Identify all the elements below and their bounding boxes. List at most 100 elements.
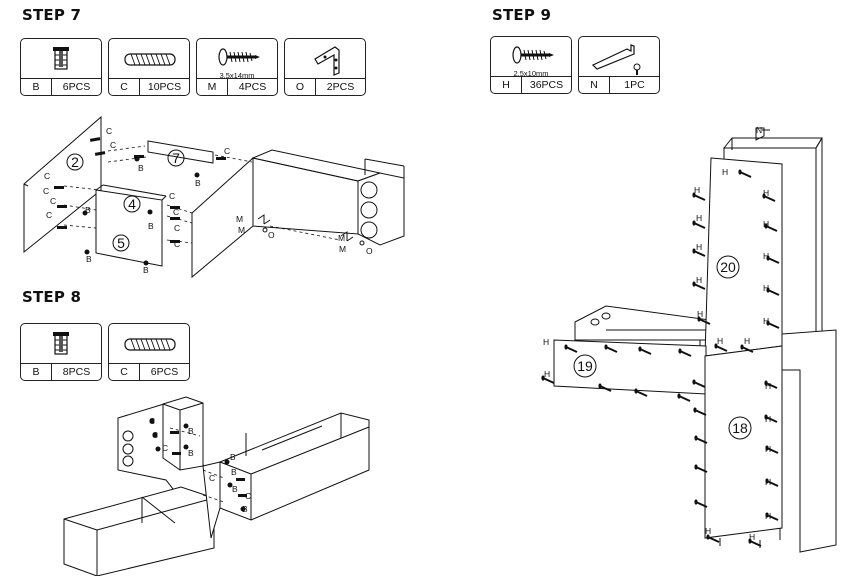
part-code: C (109, 364, 140, 380)
part-quantity: 10PCS (147, 81, 182, 93)
svg-text:H: H (543, 337, 549, 347)
svg-text:N: N (756, 125, 762, 135)
part-quantity: 6PCS (62, 81, 91, 93)
svg-text:H: H (763, 283, 769, 293)
wood-dowel-icon (124, 53, 176, 66)
panel-7-label: 7 (172, 150, 180, 166)
svg-text:B: B (230, 452, 236, 462)
angle-bracket-icon (314, 46, 340, 76)
panel-2-label: 2 (71, 154, 79, 170)
svg-text:C: C (106, 126, 112, 136)
screw-size-label: 3.5x14mm (219, 71, 255, 80)
part-code: M (197, 79, 228, 95)
part-code: O (285, 79, 316, 95)
callout-labels: C C C C C C B B C C C C C B B B B M M O … (43, 125, 771, 542)
panel-20-label: 20 (720, 259, 736, 275)
part-c-card: C 10PCS (108, 38, 190, 96)
step-8-title: STEP 8 (22, 288, 82, 306)
svg-text:C: C (43, 186, 49, 196)
svg-text:H: H (696, 213, 702, 223)
svg-text:H: H (544, 369, 550, 379)
svg-text:B: B (85, 205, 91, 215)
step-7-parts-list: B 6PCS C 10PCS 3.5x14mm M 4PCS O 2PCS (20, 38, 366, 96)
panel-18-label: 18 (732, 420, 748, 436)
svg-text:H: H (765, 477, 771, 487)
svg-text:B: B (195, 178, 201, 188)
svg-text:C: C (245, 491, 251, 501)
panel-numbers (66, 149, 752, 440)
part-h-card: 2.5x10mm H 36PCS (490, 36, 572, 94)
svg-text:H: H (697, 309, 703, 319)
svg-text:H: H (765, 381, 771, 391)
svg-text:H: H (744, 336, 750, 346)
svg-text:M: M (238, 225, 245, 235)
part-code: H (491, 77, 522, 93)
svg-text:B: B (138, 163, 144, 173)
step-9-title: STEP 9 (492, 6, 552, 24)
svg-text:B: B (148, 221, 154, 231)
step-9-diagram (553, 127, 837, 553)
svg-text:B: B (242, 504, 248, 514)
svg-text:H: H (765, 444, 771, 454)
part-quantity: 6PCS (150, 366, 179, 378)
svg-text:H: H (765, 414, 771, 424)
svg-text:C: C (173, 207, 179, 217)
svg-text:H: H (696, 242, 702, 252)
svg-text:H: H (694, 185, 700, 195)
step-8-diagram (63, 396, 370, 576)
svg-text:B: B (232, 484, 238, 494)
svg-text:M: M (339, 244, 346, 254)
part-code: B (21, 364, 52, 380)
part-code: B (21, 79, 52, 95)
part-b-card: B 6PCS (20, 38, 102, 96)
svg-text:M: M (338, 233, 345, 243)
step-7-diagram (23, 115, 405, 279)
svg-text:H: H (696, 275, 702, 285)
panel-4-label: 4 (128, 196, 136, 212)
panel-number-labels: 2 7 4 5 20 19 18 (71, 150, 748, 436)
svg-text:C: C (209, 473, 215, 483)
svg-text:B: B (143, 265, 149, 275)
panel-19-label: 19 (577, 358, 593, 374)
svg-text:C: C (50, 196, 56, 206)
screw-icon (218, 48, 260, 66)
step-7-title: STEP 7 (22, 6, 82, 24)
svg-text:M: M (236, 214, 243, 224)
screw-size-label: 2.5x10mm (513, 69, 549, 78)
part-quantity: 4PCS (238, 81, 267, 93)
svg-text:H: H (749, 532, 755, 542)
svg-text:C: C (44, 171, 50, 181)
part-m-card: 3.5x14mm M 4PCS (196, 38, 278, 96)
svg-text:C: C (46, 210, 52, 220)
cam-lock-icon (53, 332, 69, 355)
hanger-bracket-icon (591, 44, 641, 75)
svg-text:H: H (722, 167, 728, 177)
svg-text:H: H (763, 316, 769, 326)
svg-text:B: B (188, 448, 194, 458)
svg-text:O: O (268, 230, 275, 240)
part-quantity: 36PCS (529, 79, 564, 91)
svg-text:H: H (765, 511, 771, 521)
svg-text:O: O (366, 246, 373, 256)
svg-text:C: C (174, 239, 180, 249)
svg-text:C: C (169, 191, 175, 201)
svg-text:H: H (705, 526, 711, 536)
svg-text:C: C (224, 146, 230, 156)
part-quantity: 2PCS (326, 81, 355, 93)
wood-dowel-icon (124, 338, 176, 351)
svg-text:H: H (763, 251, 769, 261)
svg-text:C: C (152, 430, 158, 440)
svg-text:C: C (149, 416, 155, 426)
part-o-card: O 2PCS (284, 38, 366, 96)
part-code: N (579, 77, 610, 93)
cam-lock-icon (53, 47, 69, 70)
svg-text:C: C (174, 223, 180, 233)
part-code: C (109, 79, 140, 95)
svg-text:H: H (763, 188, 769, 198)
svg-text:B: B (231, 467, 237, 477)
